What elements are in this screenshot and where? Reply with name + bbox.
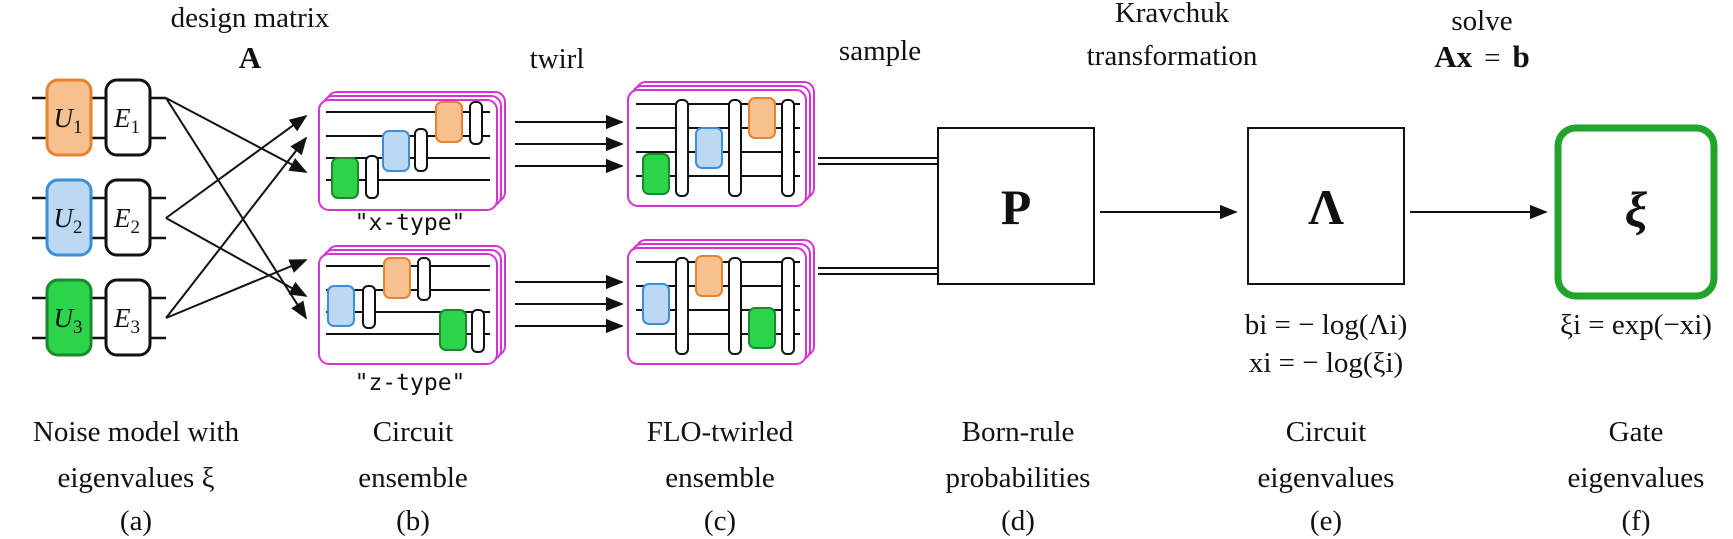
caption-a: Noise model with eigenvalues ξ (a) [33, 416, 240, 537]
solve-eq-lhs: Ax [1434, 39, 1472, 74]
x-type-ensemble [318, 91, 506, 211]
caption-e-line1: Circuit [1286, 416, 1367, 448]
gate-1: U1 E1 [45, 78, 152, 157]
caption-b-letter: (b) [396, 505, 430, 537]
caption-c-letter: (c) [704, 505, 736, 537]
arrow-u2-to-z [165, 217, 308, 297]
unitary-u1-label: U1 [54, 103, 83, 138]
z-type-label: "z-type" [355, 370, 466, 396]
caption-a-letter: (a) [120, 505, 152, 537]
channel-e3-box [104, 278, 152, 357]
twirled-x-green-gate [642, 153, 670, 195]
unitary-u3-label: U3 [54, 303, 83, 338]
caption-a-line1: Noise model with [33, 416, 240, 448]
twirled-z-blue-gate [642, 283, 670, 325]
design-matrix-label: design matrix [171, 2, 330, 34]
channel-e2-label: E2 [113, 203, 140, 238]
caption-b: Circuit ensemble (b) [358, 416, 468, 537]
channel-e2-box [104, 178, 152, 257]
arrow-u2-to-x [165, 114, 308, 219]
arrow-u3-to-z [165, 259, 308, 319]
z-blue-gate [327, 285, 355, 327]
design-matrix-arrows [165, 97, 308, 320]
arrow-u1-to-z [165, 97, 307, 320]
xi-equation: ξi = exp(−xi) [1560, 309, 1712, 341]
b-equation: bi = − log(Λi) [1245, 309, 1407, 341]
arrow-u1-to-x [165, 97, 308, 173]
caption-c-line1: FLO-twirled [647, 416, 794, 448]
caption-b-line1: Circuit [373, 416, 454, 448]
z-green-gate [439, 309, 467, 351]
solve-eq-equals: = [1484, 42, 1500, 74]
twirled-z-orange-gate [695, 255, 723, 297]
x-orange-gate [435, 101, 463, 143]
gate-eigenvalues-box [1554, 124, 1718, 300]
twirled-x-blue-gate [695, 127, 723, 169]
caption-e-line2: eigenvalues [1258, 462, 1395, 494]
gate-2: U2 E2 [45, 178, 152, 257]
kravchuk-label: Kravchuk [1115, 0, 1230, 29]
sample-label: sample [839, 35, 921, 67]
z-orange-gate [383, 257, 411, 299]
solve-equation: Ax = b [1434, 39, 1530, 74]
twirl-arrows [515, 114, 624, 334]
caption-f-line1: Gate [1609, 416, 1664, 448]
twirled-x-orange-gate [748, 97, 776, 139]
caption-a-line2: eigenvalues ξ [57, 462, 214, 494]
x-equation: xi = − log(ξi) [1249, 347, 1403, 379]
gate-eigen-symbol: ξ [1625, 181, 1648, 237]
caption-d-line2: probabilities [946, 462, 1091, 494]
unitary-u1-box [45, 78, 93, 157]
unitary-u3-box [45, 278, 93, 357]
caption-e: Circuit eigenvalues (e) [1258, 416, 1395, 537]
caption-f-line2: eigenvalues [1568, 462, 1705, 494]
channel-e1-box [104, 78, 152, 157]
x-type-label: "x-type" [355, 210, 466, 236]
circuit-eigen-symbol: Λ [1308, 179, 1344, 235]
caption-d-line1: Born-rule [962, 416, 1075, 448]
x-blue-gate [382, 130, 410, 172]
arrow-u3-to-x [165, 136, 308, 319]
caption-f-letter: (f) [1622, 505, 1651, 537]
transformation-label: transformation [1087, 40, 1258, 72]
unitary-u2-box [45, 178, 93, 257]
unitary-u2-label: U2 [54, 203, 83, 238]
solve-eq-rhs: b [1513, 39, 1530, 74]
sample-lines [818, 157, 938, 275]
caption-e-letter: (e) [1310, 505, 1342, 537]
caption-d-letter: (d) [1001, 505, 1035, 537]
twirled-x-ensemble [627, 81, 815, 207]
gate-3: U3 E3 [45, 278, 152, 357]
x-green-gate [331, 157, 359, 199]
twirled-z-ensemble [627, 239, 815, 365]
twirl-label: twirl [530, 43, 585, 75]
channel-e3-label: E3 [113, 303, 140, 338]
z-type-ensemble [318, 245, 506, 365]
caption-b-line2: ensemble [358, 462, 468, 494]
design-matrix-symbol: A [239, 40, 262, 75]
probabilities-box [937, 127, 1095, 285]
probabilities-symbol: P [1001, 179, 1032, 235]
caption-c-line2: ensemble [665, 462, 775, 494]
caption-c: FLO-twirled ensemble (c) [647, 416, 794, 537]
solve-label: solve [1451, 5, 1512, 37]
channel-e1-label: E1 [113, 103, 140, 138]
caption-d: Born-rule probabilities (d) [946, 416, 1091, 537]
circuit-eigenvalues-box [1247, 127, 1405, 285]
caption-f: Gate eigenvalues (f) [1568, 416, 1705, 537]
twirled-z-green-gate [748, 307, 776, 349]
